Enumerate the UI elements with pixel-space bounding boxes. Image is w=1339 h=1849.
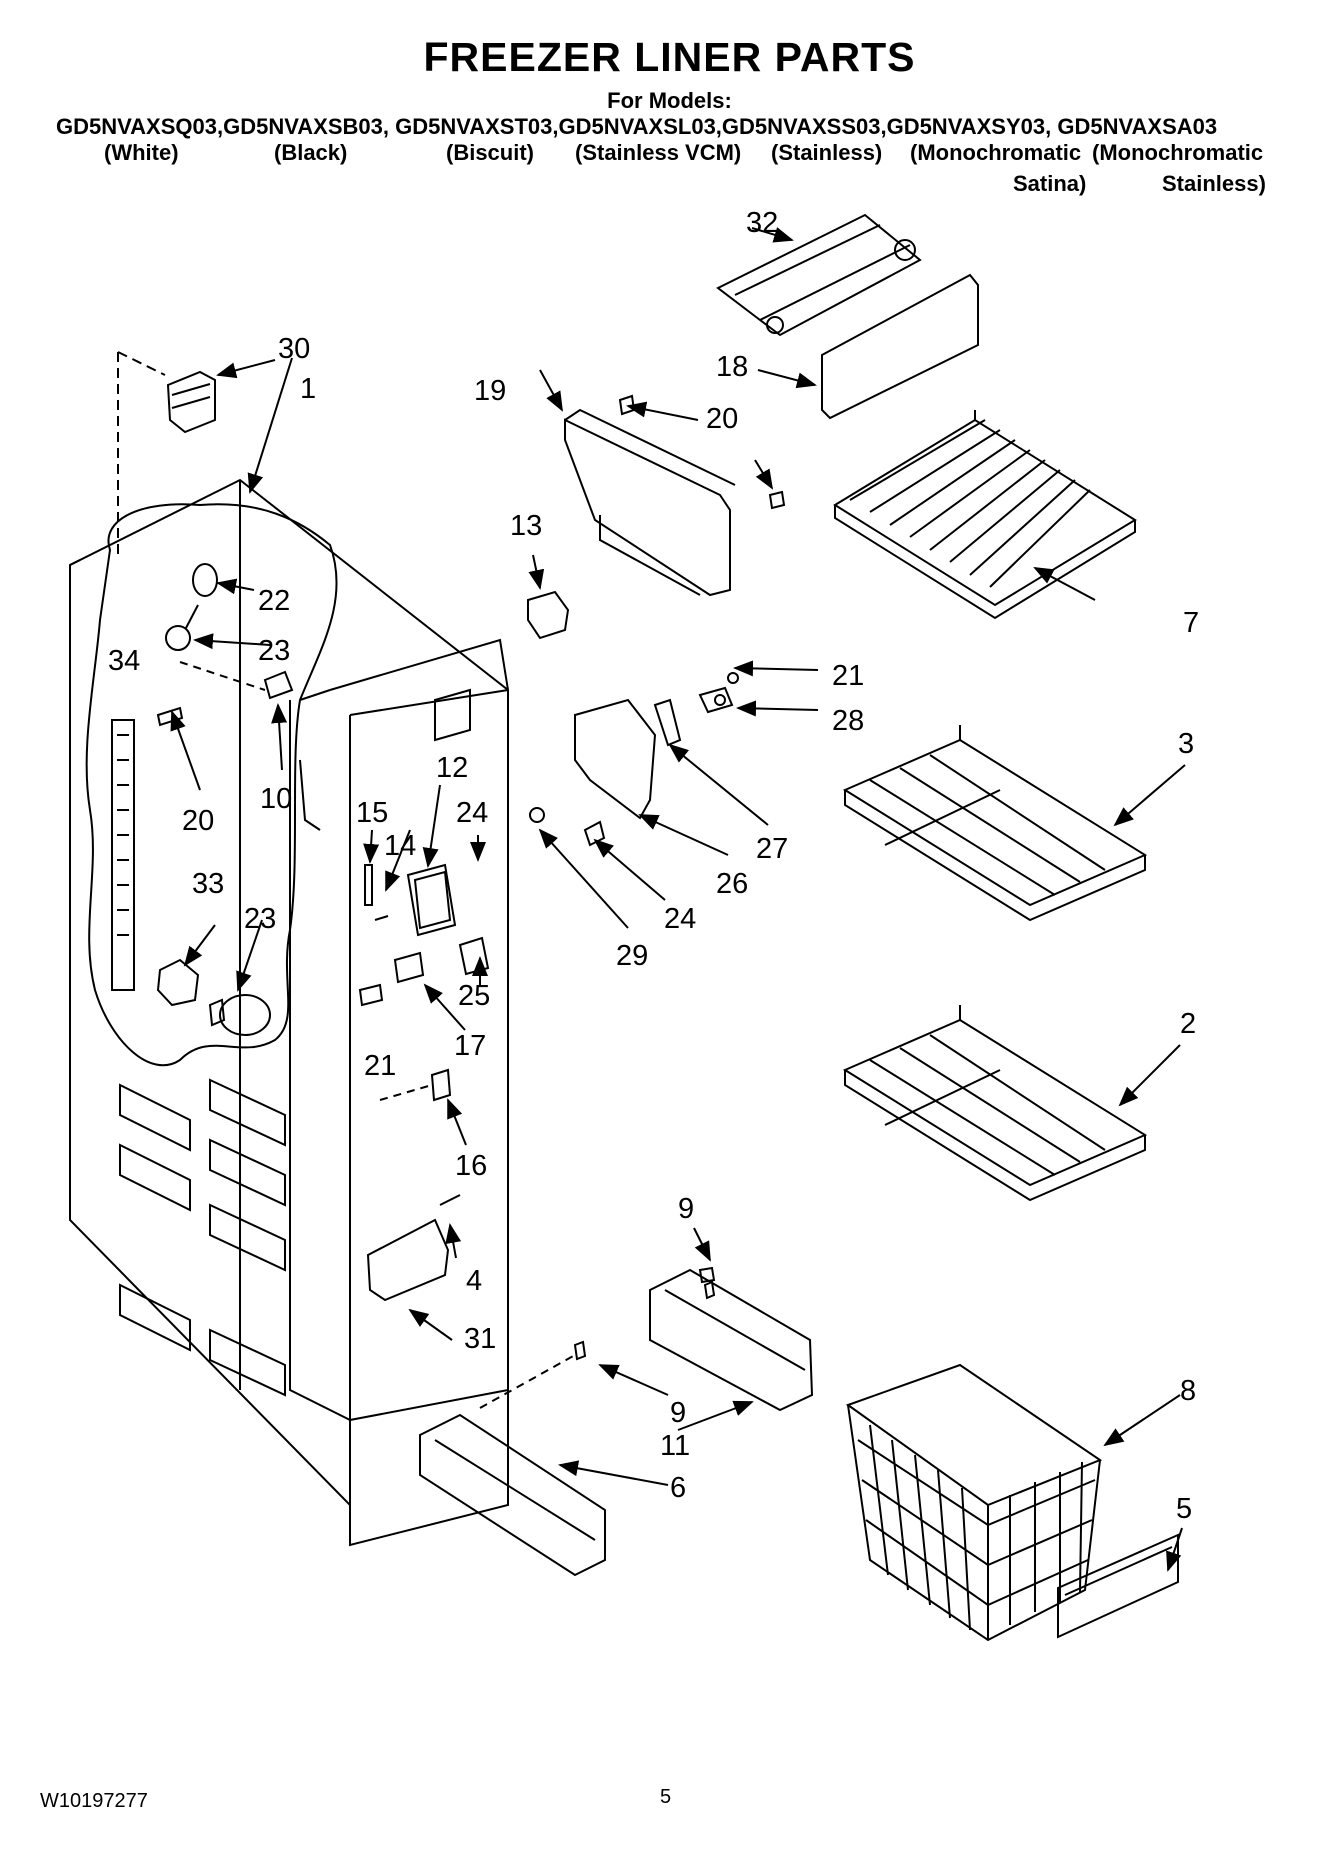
callout-7: 7	[1183, 607, 1199, 639]
page-title: FREEZER LINER PARTS	[423, 34, 916, 80]
part-2-wire-shelf	[842, 1005, 1148, 1202]
part-30-clip	[117, 351, 216, 560]
callout-18: 18	[716, 351, 748, 383]
callout-29: 29	[616, 940, 648, 972]
callout-20-left: 20	[182, 805, 214, 837]
callout-6: 6	[670, 1472, 686, 1504]
callout-34: 34	[108, 645, 140, 677]
page-number: 5	[660, 1786, 672, 1808]
callout-8: 8	[1180, 1375, 1196, 1407]
callout-11: 11	[660, 1430, 690, 1462]
callout-13: 13	[510, 510, 542, 542]
color-stainless-vcm: (Stainless VCM)	[575, 140, 742, 165]
callout-33: 33	[192, 868, 224, 900]
callout-12: 12	[436, 752, 468, 784]
part-5-trim-strip	[1057, 1533, 1179, 1639]
callout-1: 1	[300, 373, 316, 405]
callout-30: 30	[278, 333, 310, 365]
callout-20-right: 20	[706, 403, 738, 435]
callout-16: 16	[455, 1150, 487, 1182]
callout-15: 15	[356, 797, 388, 829]
leader-arrows	[170, 227, 1186, 1572]
part-3-wire-shelf	[842, 725, 1148, 922]
color-mono-stainless-line2: Stainless)	[1162, 171, 1266, 196]
color-mono-satina-line1: (Monochromatic	[910, 140, 1082, 165]
color-mono-satina-line2: Satina)	[1013, 171, 1087, 196]
callout-19: 19	[474, 375, 506, 407]
callout-3: 3	[1178, 728, 1194, 760]
color-white: (White)	[104, 140, 179, 165]
freezer-liner-cabinet	[69, 478, 509, 1547]
callout-23-lower: 23	[244, 903, 276, 935]
part-11-cover	[649, 1266, 814, 1412]
callout-24-right: 24	[664, 903, 696, 935]
callout-28: 28	[832, 705, 864, 737]
for-models-label: For Models:	[607, 88, 732, 113]
callout-10: 10	[260, 783, 292, 815]
color-mono-stainless-line1: (Monochromatic	[1092, 140, 1264, 165]
color-stainless: (Stainless)	[771, 140, 883, 165]
model-numbers: GD5NVAXSQ03,GD5NVAXSB03, GD5NVAXST03,GD5…	[56, 114, 1218, 139]
part-6-cover	[419, 1340, 606, 1577]
part-8-basket	[845, 1363, 1103, 1642]
callout-26: 26	[716, 868, 748, 900]
light-socket-assembly	[111, 563, 294, 1036]
callout-2: 2	[1180, 1008, 1196, 1040]
callout-9-lower: 9	[670, 1397, 686, 1429]
callout-14: 14	[384, 830, 416, 862]
upper-shelf-parts	[564, 213, 979, 597]
control-housing	[529, 672, 739, 847]
callout-21-left: 21	[364, 1050, 396, 1082]
callout-32: 32	[746, 207, 778, 239]
callout-numbers: 30 1 22 23 34 20 10 33 23 12 15 14 24 25…	[108, 207, 1199, 1525]
document-number: W10197277	[40, 1790, 148, 1812]
callout-22: 22	[258, 585, 290, 617]
color-biscuit: (Biscuit)	[446, 140, 534, 165]
part-13-bracket	[527, 590, 570, 640]
callout-5: 5	[1176, 1493, 1192, 1525]
callout-17: 17	[454, 1030, 486, 1062]
callout-9-upper: 9	[678, 1193, 694, 1225]
callout-31: 31	[464, 1323, 496, 1355]
part-5-trim-line	[1064, 1546, 1173, 1596]
callout-4: 4	[466, 1265, 482, 1297]
part-7-glass-shelf	[833, 410, 1137, 620]
callout-27: 27	[756, 833, 788, 865]
callout-24-left: 24	[456, 797, 488, 829]
callout-25: 25	[458, 980, 490, 1012]
color-black: (Black)	[274, 140, 348, 165]
cabinet-controls	[358, 863, 490, 1302]
callout-21-right: 21	[832, 660, 864, 692]
callout-23-upper: 23	[258, 635, 290, 667]
